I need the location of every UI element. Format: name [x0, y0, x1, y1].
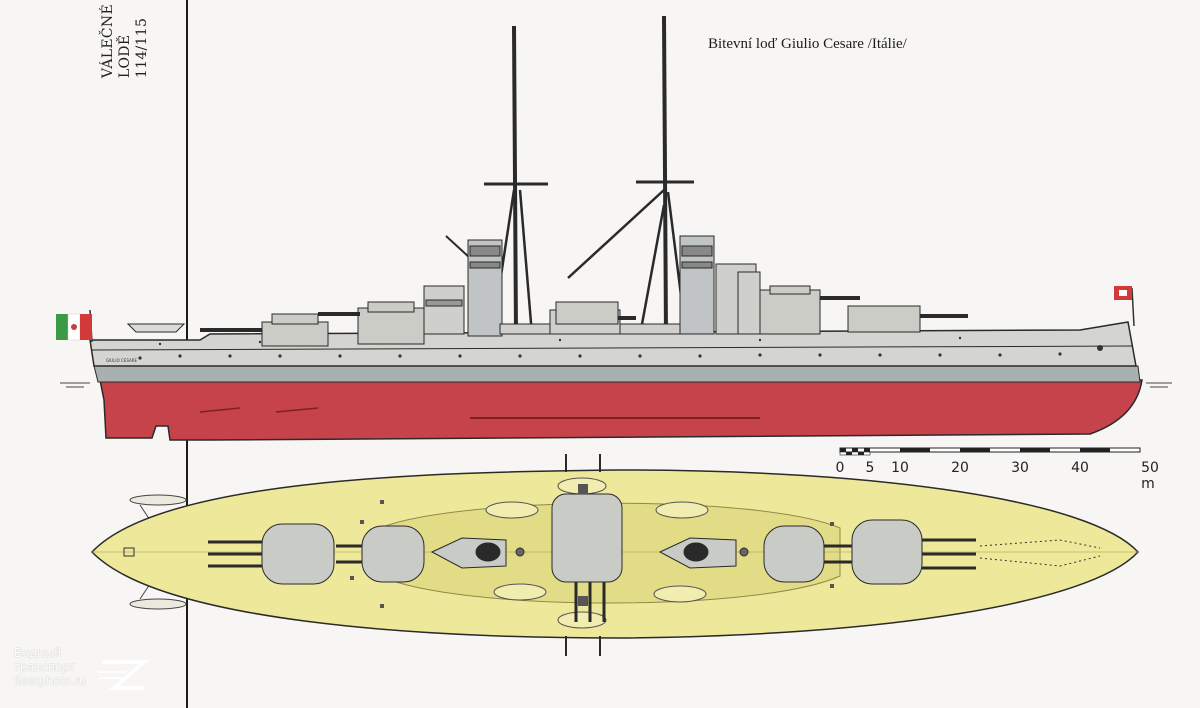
scale-tick-label: 40	[1071, 460, 1089, 476]
margin-rule-upper	[186, 0, 188, 292]
watermark-line: fleetphoto.ru	[14, 673, 87, 688]
scale-tick-label: 10	[891, 460, 909, 476]
scale-tick-label: 50 m	[1141, 460, 1159, 492]
anchor-chains	[979, 539, 1101, 567]
bow-jack-icon	[1114, 286, 1135, 327]
scale-tick-label: 5	[865, 460, 875, 476]
top-turrets	[208, 493, 976, 622]
top-view	[90, 454, 1140, 656]
superstructure	[423, 235, 761, 337]
watermark-logo-icon	[98, 660, 150, 690]
scale-bar	[839, 447, 1141, 456]
hull-grey-side	[89, 321, 1137, 367]
margin-rule-lower	[186, 292, 188, 708]
waterline-marks	[60, 382, 1172, 388]
italian-flag-icon	[56, 309, 93, 343]
scale-tick-label: 0	[835, 460, 845, 476]
side-profile: GIULIO CESARE	[56, 15, 1172, 441]
hull-red-underwater	[99, 379, 1143, 441]
portholes	[138, 336, 1103, 360]
watermark-line: транспорт	[14, 659, 76, 674]
hull-boot-topping	[93, 365, 1141, 383]
funnels-top	[430, 537, 749, 569]
watermark: Водный транспорт fleetphoto.ru	[14, 646, 86, 688]
stern-boat	[126, 323, 186, 333]
page-title: Bitevní loď Giulio Cesare /Itálie/	[708, 36, 907, 52]
watermark-line: Водный	[14, 645, 61, 660]
scale-tick-label: 20	[951, 460, 969, 476]
stern-boats	[129, 494, 187, 610]
side-turrets	[200, 285, 968, 347]
hull-name-label: GIULIO CESARE	[106, 358, 137, 363]
scale-tick-label: 30	[1011, 460, 1029, 476]
